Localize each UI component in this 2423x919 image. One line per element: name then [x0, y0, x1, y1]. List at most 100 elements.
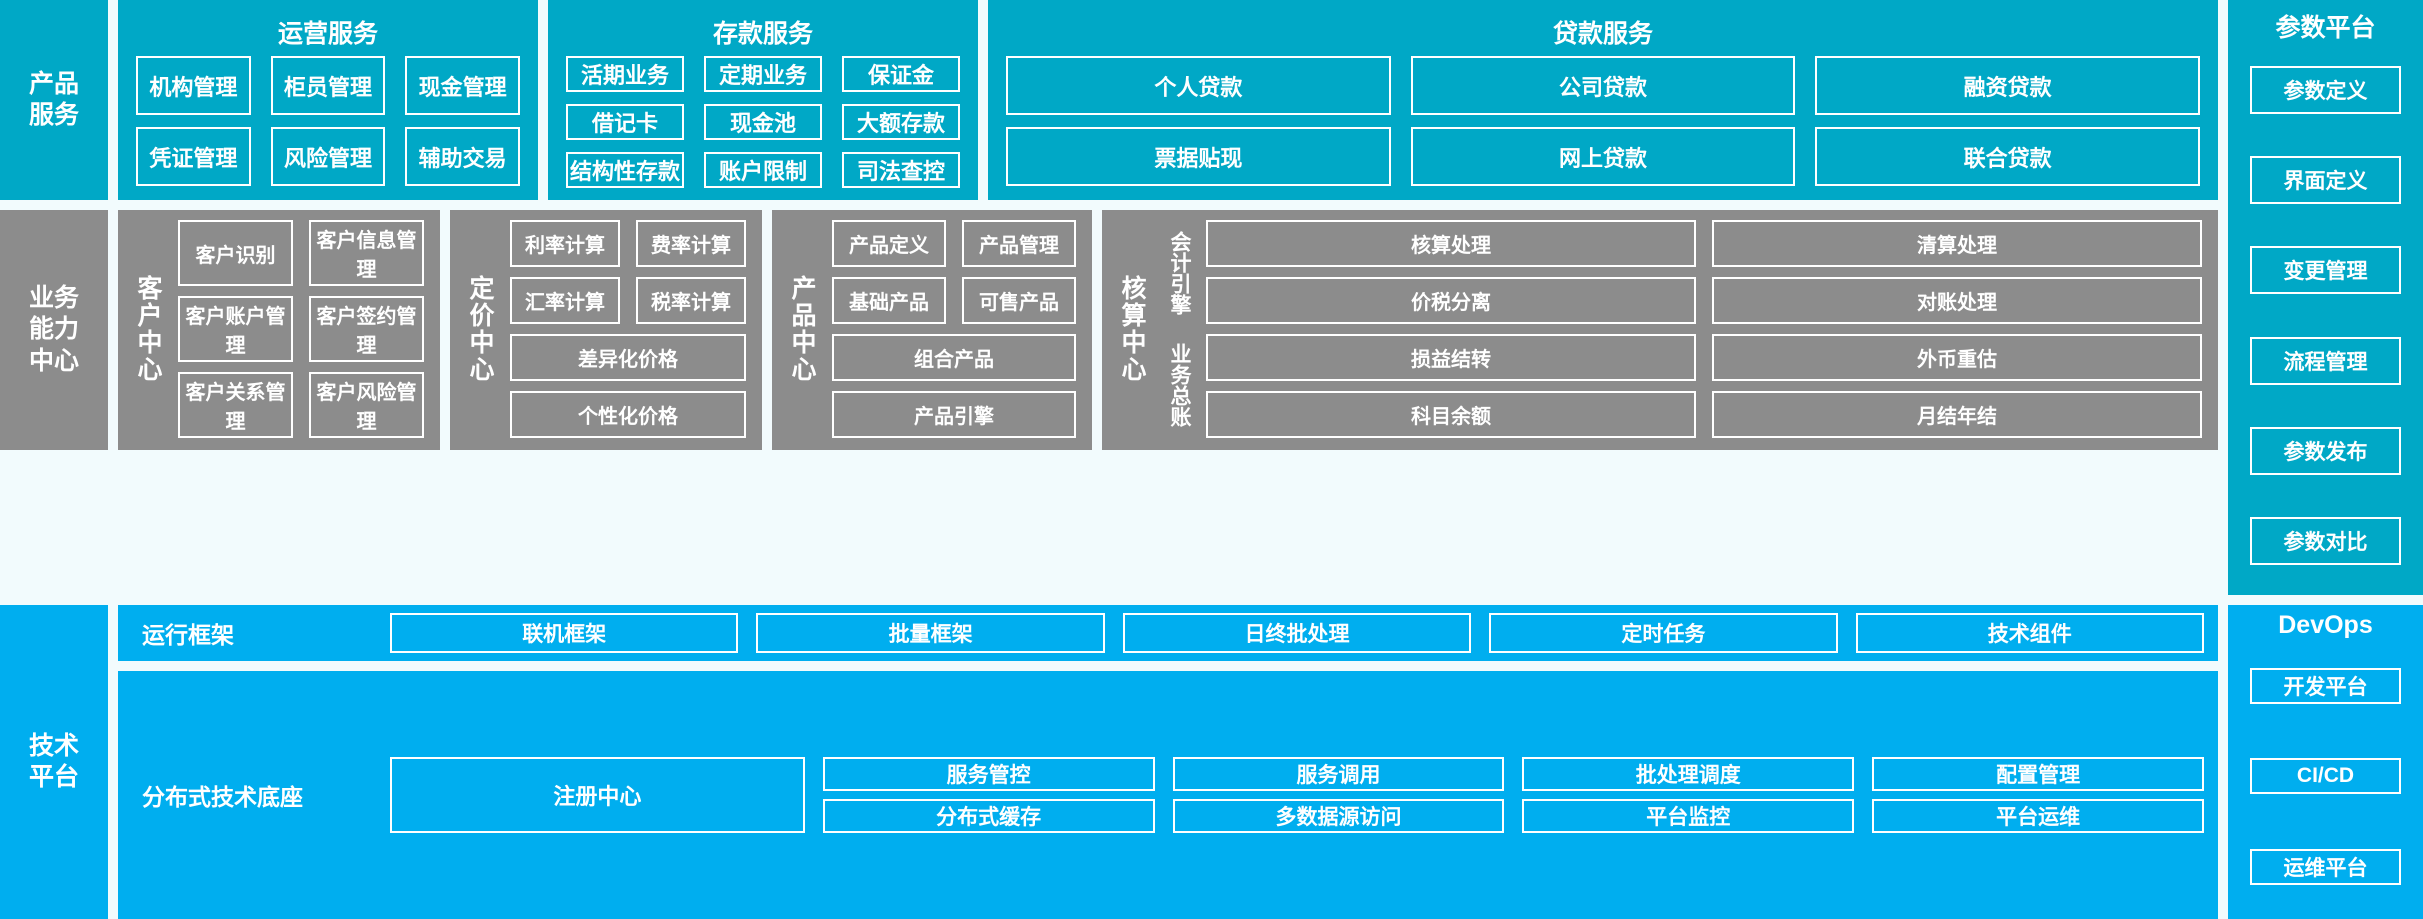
devops-box[interactable]: CI/CD	[2250, 758, 2401, 795]
capability-box[interactable]: 个性化价格	[510, 391, 746, 438]
capability-box[interactable]: 客户账户管理	[178, 296, 293, 362]
capability-box[interactable]: 核算处理	[1206, 220, 1696, 267]
sublabel-general-ledger: 业务总账	[1168, 343, 1191, 427]
tier-product-services: 产品 服务 运营服务 机构管理 柜员管理 现金管理 凭证管理 风险管理 辅助交易	[0, 0, 2218, 200]
tech-box[interactable]: 分布式缓存	[822, 799, 1155, 833]
group-title-loan-services: 贷款服务	[1552, 20, 1653, 48]
technology-bands: 运行框架 联机框架 批量框架 日终批处理 定时任务 技术组件 分布式技术底座 注…	[118, 605, 2218, 919]
tech-box[interactable]: 多数据源访问	[1172, 799, 1505, 833]
group-items-customer-center: 客户识别 客户信息管理 客户账户管理 客户签约管理 客户关系管理 客户风险管理	[178, 220, 424, 438]
devops-items: 开发平台 CI/CD 运维平台	[2250, 644, 2401, 909]
service-box[interactable]: 现金池	[704, 104, 822, 140]
sublabel-accounting-engine: 会计引擎	[1168, 231, 1191, 315]
service-box[interactable]: 联合贷款	[1815, 127, 2200, 186]
group-operation-services: 运营服务 机构管理 柜员管理 现金管理 凭证管理 风险管理 辅助交易	[118, 0, 538, 200]
service-box[interactable]: 借记卡	[566, 104, 684, 140]
tech-box-registry[interactable]: 注册中心	[390, 757, 805, 833]
tech-box[interactable]: 服务调用	[1172, 757, 1505, 791]
service-box[interactable]: 司法查控	[842, 152, 960, 188]
capability-box[interactable]: 基础产品	[832, 277, 946, 324]
capability-box[interactable]: 差异化价格	[510, 334, 746, 381]
tech-box[interactable]: 定时任务	[1489, 613, 1838, 653]
group-label-pricing-center: 定价中心	[466, 275, 494, 383]
capability-box[interactable]: 客户签约管理	[309, 296, 424, 362]
service-box[interactable]: 大额存款	[842, 104, 960, 140]
capability-box[interactable]: 清算处理	[1712, 220, 2202, 267]
group-product-center: 产品中心 产品定义 产品管理 基础产品 可售产品 组合产品 产品引擎	[772, 210, 1092, 450]
service-box[interactable]: 网上贷款	[1410, 127, 1796, 186]
group-items-accounting-center: 核算处理 清算处理 价税分离 对账处理 损益结转 外币重估 科目余额 月结年结	[1206, 220, 2202, 438]
parameter-box[interactable]: 变更管理	[2250, 246, 2401, 295]
tier-label-product-services: 产品 服务	[0, 0, 108, 200]
capability-box[interactable]: 客户信息管理	[309, 220, 424, 286]
band-label-distributed-base: 分布式技术底座	[142, 784, 303, 810]
tech-box[interactable]: 日终批处理	[1122, 613, 1472, 653]
capability-box[interactable]: 价税分离	[1206, 277, 1696, 324]
capability-box[interactable]: 费率计算	[636, 220, 746, 267]
band-runtime-framework: 运行框架 联机框架 批量框架 日终批处理 定时任务 技术组件	[118, 605, 2218, 661]
service-box[interactable]: 机构管理	[136, 56, 251, 115]
tier-business-capability: 业务 能力 中心 客户中心 客户识别 客户信息管理 客户账户管理 客户签约管理 …	[0, 210, 2218, 450]
service-box[interactable]: 活期业务	[566, 56, 684, 92]
service-box[interactable]: 保证金	[842, 56, 960, 92]
capability-box[interactable]: 可售产品	[962, 277, 1076, 324]
service-box[interactable]: 结构性存款	[566, 152, 684, 188]
tech-box[interactable]: 平台监控	[1522, 799, 1855, 833]
parameter-box[interactable]: 界面定义	[2250, 156, 2401, 205]
column-devops: DevOps 开发平台 CI/CD 运维平台	[2228, 605, 2423, 919]
service-box[interactable]: 现金管理	[405, 56, 520, 115]
band-label-runtime-framework: 运行框架	[142, 622, 234, 648]
capability-box[interactable]: 汇率计算	[510, 277, 620, 324]
capability-box[interactable]: 客户识别	[178, 220, 293, 286]
capability-box[interactable]: 科目余额	[1206, 391, 1696, 438]
accounting-sublabels: 会计引擎 业务总账	[1162, 220, 1196, 438]
parameter-box[interactable]: 流程管理	[2250, 336, 2401, 385]
capability-box[interactable]: 产品引擎	[832, 391, 1076, 438]
tier-technology-platform: 技术 平台 运行框架 联机框架 批量框架 日终批处理 定时任务 技术组件 分布式…	[0, 605, 2423, 919]
band-items-distributed-base: 注册中心 服务管控 服务调用 批处理调度 配置管理 分布式缓存 多数据源访问 平…	[390, 757, 2204, 833]
tech-box[interactable]: 服务管控	[822, 757, 1155, 791]
capability-box[interactable]: 外币重估	[1712, 334, 2202, 381]
parameter-platform-items: 参数定义 界面定义 变更管理 流程管理 参数发布 参数对比	[2250, 50, 2401, 581]
service-box[interactable]: 凭证管理	[136, 127, 251, 186]
capability-box[interactable]: 产品管理	[962, 220, 1076, 267]
group-title-deposit-services: 存款服务	[712, 20, 813, 48]
tech-box[interactable]: 联机框架	[390, 613, 739, 653]
service-box[interactable]: 票据贴现	[1006, 127, 1391, 186]
parameter-box[interactable]: 参数定义	[2250, 66, 2401, 115]
service-box[interactable]: 融资贷款	[1815, 56, 2200, 115]
service-box[interactable]: 公司贷款	[1410, 56, 1796, 115]
capability-box[interactable]: 损益结转	[1206, 334, 1696, 381]
devops-box[interactable]: 运维平台	[2250, 848, 2401, 885]
group-deposit-services: 存款服务 活期业务 定期业务 保证金 借记卡 现金池 大额存款 结构性存款 账户…	[548, 0, 978, 200]
capability-box[interactable]: 月结年结	[1712, 391, 2202, 438]
service-box[interactable]: 定期业务	[704, 56, 822, 92]
tech-box[interactable]: 配置管理	[1872, 757, 2204, 791]
group-items-operation-services: 机构管理 柜员管理 现金管理 凭证管理 风险管理 辅助交易	[136, 56, 520, 186]
service-box[interactable]: 账户限制	[704, 152, 822, 188]
capability-box[interactable]: 客户风险管理	[309, 372, 424, 438]
tech-box[interactable]: 批处理调度	[1522, 757, 1855, 791]
capability-box[interactable]: 客户关系管理	[178, 372, 293, 438]
service-box[interactable]: 辅助交易	[405, 127, 520, 186]
service-box[interactable]: 个人贷款	[1006, 56, 1391, 115]
capability-box[interactable]: 产品定义	[832, 220, 946, 267]
capability-box[interactable]: 对账处理	[1712, 277, 2202, 324]
service-box[interactable]: 风险管理	[270, 127, 386, 186]
service-box[interactable]: 柜员管理	[270, 56, 386, 115]
tech-box[interactable]: 批量框架	[756, 613, 1105, 653]
tech-box[interactable]: 技术组件	[1855, 613, 2204, 653]
capability-box[interactable]: 组合产品	[832, 334, 1076, 381]
tier-label-business-capability: 业务 能力 中心	[0, 210, 108, 450]
tier-label-technology-platform: 技术 平台	[0, 605, 108, 919]
column-parameter-platform: 参数平台 参数定义 界面定义 变更管理 流程管理 参数发布 参数对比	[2228, 0, 2423, 595]
capability-box[interactable]: 利率计算	[510, 220, 620, 267]
column-title-devops: DevOps	[2278, 611, 2373, 639]
devops-box[interactable]: 开发平台	[2250, 668, 2401, 705]
parameter-box[interactable]: 参数对比	[2250, 516, 2401, 565]
group-label-customer-center: 客户中心	[134, 275, 162, 383]
tech-box[interactable]: 平台运维	[1872, 799, 2204, 833]
capability-box[interactable]: 税率计算	[636, 277, 746, 324]
parameter-box[interactable]: 参数发布	[2250, 426, 2401, 475]
